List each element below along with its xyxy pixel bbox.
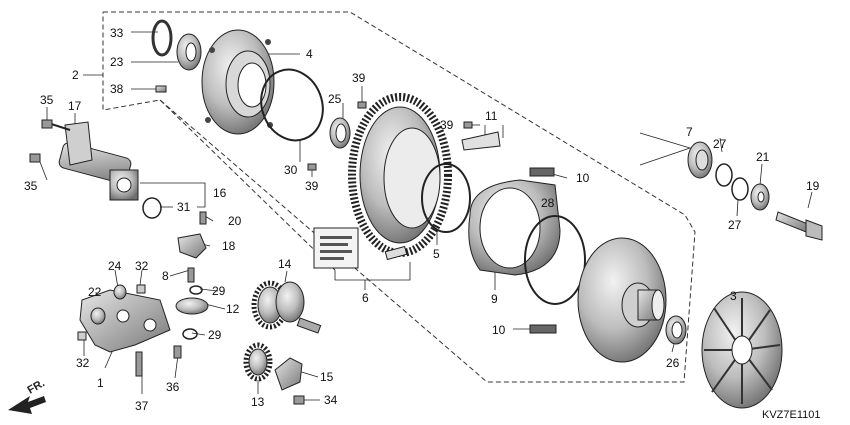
callout-23: 23: [110, 55, 124, 69]
bolt-part-39: [307, 101, 473, 171]
callout-16: 16: [213, 186, 227, 200]
callout-26: 26: [666, 356, 680, 370]
callout-39-right: 39: [440, 118, 454, 132]
callout-6: 6: [362, 291, 369, 305]
callout-24: 24: [108, 259, 122, 273]
callout-25: 25: [328, 92, 342, 106]
callout-11: 11: [485, 109, 498, 123]
o-ring-part-30: [260, 68, 324, 142]
callout-10-lower: 10: [492, 323, 506, 337]
callout-3: 3: [730, 289, 737, 303]
callout-13: 13: [251, 395, 265, 409]
front-arrow-icon: [8, 396, 46, 414]
bolt-part-19: [775, 211, 823, 241]
callout-28: 28: [541, 196, 555, 210]
callout-9: 9: [491, 292, 498, 306]
callout-8: 8: [162, 269, 169, 283]
callout-32-top: 32: [135, 259, 149, 273]
callout-29-lower: 29: [208, 328, 222, 342]
callout-35-top: 35: [40, 93, 54, 107]
callout-27-bottom: 27: [728, 218, 742, 232]
front-marker: FR.: [26, 377, 47, 396]
ring-gear: [348, 93, 452, 257]
bolt-part-36: [173, 345, 182, 359]
screw-part-20: [199, 211, 207, 225]
callout-27-top: 27: [713, 137, 727, 151]
callout-20: 20: [228, 214, 242, 228]
bolt-part-35: [29, 119, 53, 163]
circlip-part-33: [151, 19, 173, 57]
cover-part-4: [201, 29, 275, 135]
sensor-part-18: [177, 233, 207, 259]
bolt-part-38: [155, 85, 167, 93]
callout-29-upper: 29: [212, 284, 226, 298]
fan-part-3: [701, 291, 783, 409]
callout-19: 19: [806, 179, 820, 193]
bushing-part-24: [113, 284, 127, 300]
assembly-outline: [102, 11, 696, 383]
callout-33: 33: [110, 26, 124, 40]
callout-22: 22: [88, 285, 102, 299]
seal-part-25: [329, 117, 351, 149]
callout-31: 31: [177, 200, 191, 214]
plate-part-15: [274, 357, 303, 391]
housing-part-9: [468, 179, 561, 276]
o-ring-part-29: [182, 285, 203, 340]
pad-part-10: [529, 167, 557, 334]
holder-part-1: [79, 289, 171, 353]
callout-21: 21: [756, 150, 770, 164]
callout-18: 18: [222, 239, 236, 253]
callout-10-upper: 10: [576, 171, 590, 185]
callout-30: 30: [284, 163, 298, 177]
callout-2: 2: [72, 68, 79, 82]
callout-39-top: 39: [352, 71, 366, 85]
bolt-part-34: [293, 395, 305, 405]
callout-12: 12: [226, 302, 240, 316]
bracket-part-11: [461, 131, 501, 151]
o-ring-part-5: [421, 163, 471, 233]
callout-4: 4: [306, 47, 313, 61]
callout-37: 37: [135, 399, 149, 413]
bearing-part-23: [176, 33, 202, 71]
ring-part-27: [715, 163, 749, 201]
washer-part-21: [750, 183, 770, 211]
bushing-part-7: [687, 141, 713, 179]
callout-39-left: 39: [305, 179, 319, 193]
collar-part-32: [77, 284, 146, 341]
callout-17: 17: [68, 99, 82, 113]
callout-35-bottom: 35: [24, 179, 38, 193]
bolt-part-37: [135, 351, 143, 377]
callout-34: 34: [324, 393, 338, 407]
callout-5: 5: [433, 247, 440, 261]
caution-label-part-6: [313, 227, 408, 269]
callout-38: 38: [110, 82, 124, 96]
collar-part-26: [665, 315, 687, 345]
bolt-part-8: [187, 267, 195, 283]
callout-1: 1: [97, 376, 104, 390]
pulley: [577, 237, 667, 363]
callout-14: 14: [278, 257, 292, 271]
callout-15: 15: [320, 370, 334, 384]
callout-labels: 33 23 38 2 4 25 30 39 39 39 11 10 10 28 …: [24, 26, 820, 413]
plate-part-12: [175, 297, 209, 315]
callout-7: 7: [686, 125, 693, 139]
diagram-code: KVZ7E1101: [762, 409, 821, 421]
bushing-part-22: [90, 307, 106, 325]
callout-32-bottom: 32: [76, 356, 90, 370]
o-ring-part-31: [142, 197, 162, 219]
gear-part-13: [243, 342, 273, 382]
o-ring-part-28: [524, 215, 586, 305]
callout-36: 36: [166, 380, 180, 394]
gear-shaft-part-14: [251, 280, 322, 334]
